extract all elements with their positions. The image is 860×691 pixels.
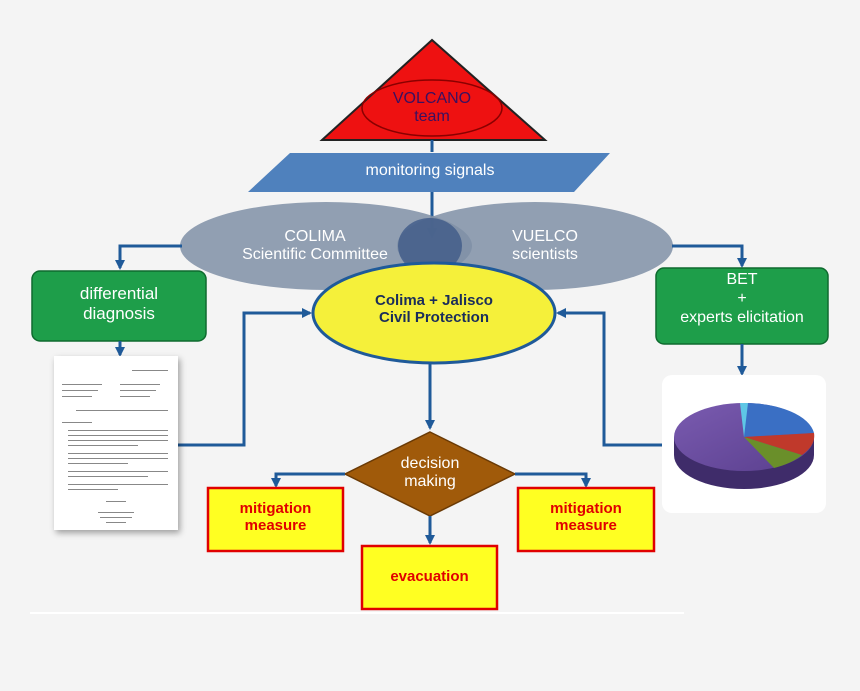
document-icon xyxy=(54,356,178,530)
line-colima-to-differential xyxy=(115,244,182,270)
decision-making-diamond xyxy=(343,431,517,517)
pie-chart-icon xyxy=(662,375,826,513)
arrow-decision-to-mitigation-right xyxy=(515,472,591,488)
volcano-inner-ellipse xyxy=(361,79,503,137)
civil-protection-ellipse xyxy=(311,261,557,365)
ellipse-overlap xyxy=(398,218,462,274)
evacuation-box xyxy=(360,544,499,611)
line-pie-to-civil xyxy=(556,308,662,447)
bet-experts-box xyxy=(655,267,829,345)
mitigation-left-box xyxy=(206,486,345,553)
line-document-to-civil xyxy=(178,308,312,447)
volcano-triangle xyxy=(319,38,548,141)
pie-chart-graphic xyxy=(674,402,815,489)
line-vuelco-to-bet xyxy=(672,244,747,268)
monitoring-signals-shape xyxy=(248,153,610,192)
mitigation-right-box xyxy=(516,486,656,553)
differential-diagnosis-box xyxy=(31,270,207,342)
arrow-decision-to-mitigation-left xyxy=(271,472,345,488)
